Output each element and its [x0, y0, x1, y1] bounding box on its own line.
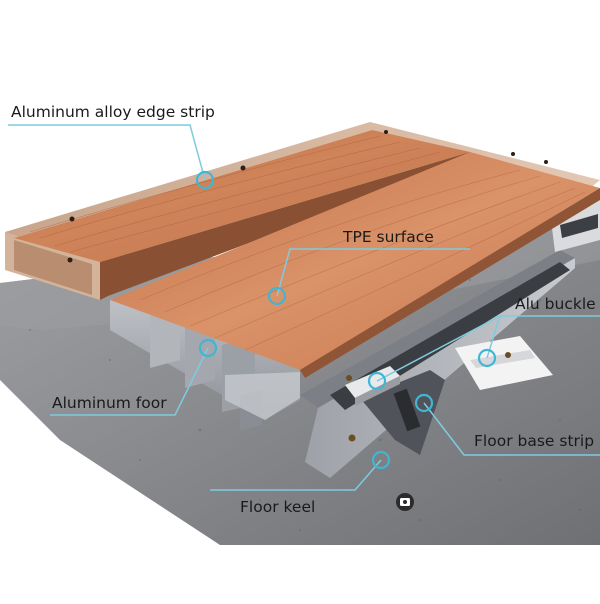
callout-dot-alu-buckle-sample	[477, 348, 497, 368]
callout-dot-tpe	[267, 286, 287, 306]
callout-dot-aluminum-floor	[198, 338, 218, 358]
callout-dot-floor-base-strip	[414, 393, 434, 413]
aluminum-floor-face	[225, 372, 300, 420]
callout-line-floor-base-strip	[423, 402, 600, 456]
wood-grain-front	[139, 169, 586, 351]
alu-buckle-sample-screw	[505, 352, 511, 358]
callout-dot-alu-buckle	[367, 371, 387, 391]
label-alu-buckle: Alu buckle	[515, 295, 596, 313]
camera-icon	[396, 493, 414, 511]
floor-keel-front	[305, 258, 575, 478]
label-aluminum-floor: Aluminum foor	[52, 394, 167, 412]
callout-line-aluminum-floor	[50, 347, 209, 416]
wood-plank-front	[110, 152, 600, 370]
callout-lines	[8, 124, 600, 491]
label-edge-strip: Aluminum alloy edge strip	[11, 103, 215, 121]
alu-buckle-side	[355, 376, 400, 406]
label-tpe-surface: TPE surface	[342, 228, 434, 246]
floor-base-strip-slot	[393, 388, 421, 432]
edge-strip-screws	[67, 130, 548, 263]
keel-screw	[348, 434, 356, 442]
callout-labels: Aluminum alloy edge strip TPE surface Al…	[11, 103, 596, 516]
callout-line-edge-strip	[8, 124, 206, 181]
alu-buckle	[345, 366, 400, 398]
wood-plank-front-side	[300, 188, 600, 378]
callout-dots	[195, 170, 497, 470]
callout-line-floor-keel	[210, 459, 382, 491]
callout-dot-floor-keel	[371, 450, 391, 470]
wood-plank-back	[14, 130, 470, 262]
label-floor-keel: Floor keel	[240, 498, 315, 516]
edge-strip-right-detail	[560, 214, 598, 238]
label-floor-base-strip: Floor base strip	[474, 432, 594, 450]
callout-line-tpe	[276, 248, 470, 297]
alu-buckle-screw	[346, 375, 352, 381]
wood-plank-back-side	[100, 152, 470, 300]
floor-keel	[300, 250, 575, 408]
callout-dot-edge-strip	[195, 170, 215, 190]
edge-strip-left-end-face	[14, 240, 92, 295]
alu-buckle-sample-bar	[470, 350, 535, 368]
